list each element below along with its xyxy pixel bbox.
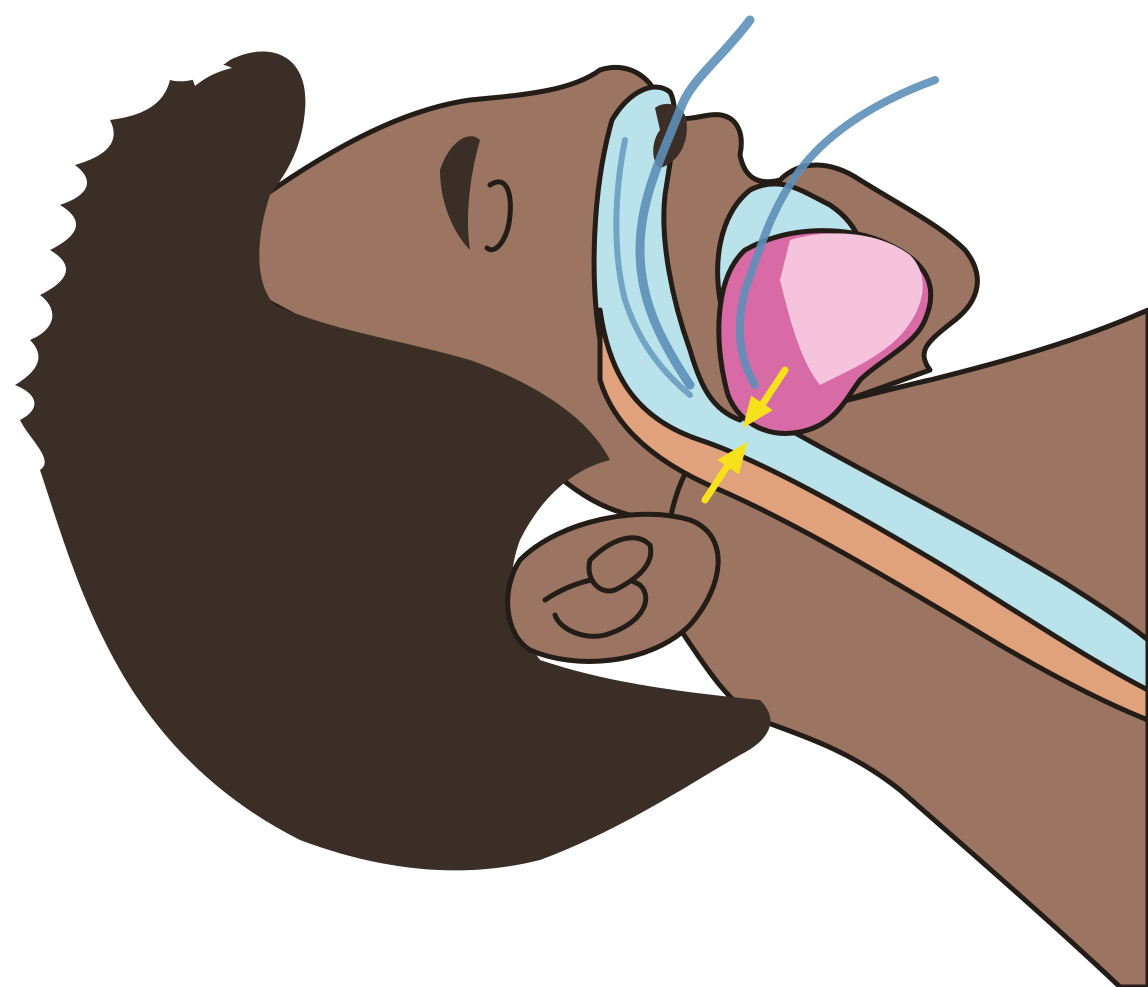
sleep-apnea-airway-illustration (0, 0, 1148, 987)
